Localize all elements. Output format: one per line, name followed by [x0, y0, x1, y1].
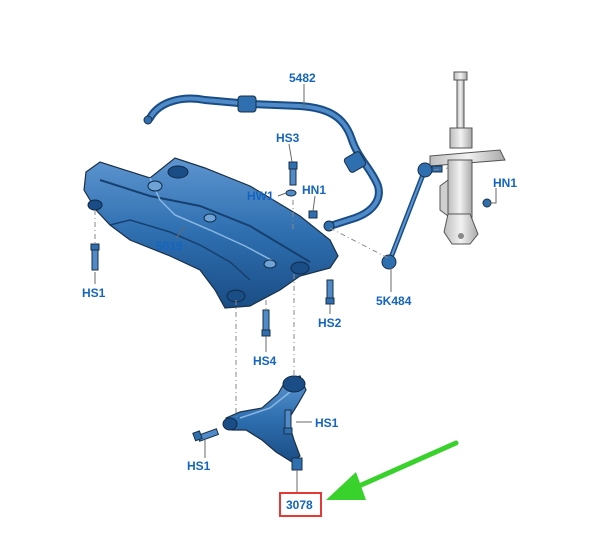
green-arrow-pointer — [326, 440, 459, 500]
label-hs2[interactable]: HS2 — [318, 316, 342, 330]
front-subframe[interactable] — [83, 157, 339, 309]
bolt-hs2-part — [325, 279, 335, 305]
callout-labels: 5482 HS3 HW1 HN1 HN1 5019 HS1 HS2 5K484 … — [82, 71, 517, 473]
highlight-box — [279, 492, 322, 517]
label-hn1-strut[interactable]: HN1 — [493, 176, 517, 190]
bolt-hs3-part — [288, 161, 298, 186]
label-5k484[interactable]: 5K484 — [376, 294, 412, 308]
label-hw1[interactable]: HW1 — [247, 189, 274, 203]
label-hs3[interactable]: HS3 — [276, 131, 300, 145]
label-3078[interactable]: 3078 — [286, 498, 313, 512]
bolt-hs1-left-part — [90, 243, 100, 271]
lower-control-arm[interactable] — [222, 375, 307, 471]
label-hs4[interactable]: HS4 — [253, 354, 277, 368]
washer-hw1-part — [285, 189, 297, 197]
label-hs1-arm-left[interactable]: HS1 — [187, 459, 211, 473]
leader-lines — [94, 84, 497, 492]
assembly-lines — [94, 167, 449, 420]
bolt-hs4-part — [261, 309, 271, 337]
highlighted-callout[interactable]: 3078 — [279, 492, 322, 517]
stabilizer-link[interactable] — [381, 162, 443, 270]
label-5482[interactable]: 5482 — [289, 71, 316, 85]
label-hs1-left[interactable]: HS1 — [82, 286, 106, 300]
label-5019[interactable]: 5019 — [156, 239, 183, 253]
bolt-hs1-arm-right-part — [283, 409, 293, 435]
nut-hn1-bar-part — [308, 210, 318, 219]
label-hs1-arm-right[interactable]: HS1 — [315, 416, 339, 430]
strut-assembly — [429, 71, 506, 245]
label-hn1-bar[interactable]: HN1 — [302, 183, 326, 197]
bolt-hs1-arm-left-part — [192, 428, 220, 442]
